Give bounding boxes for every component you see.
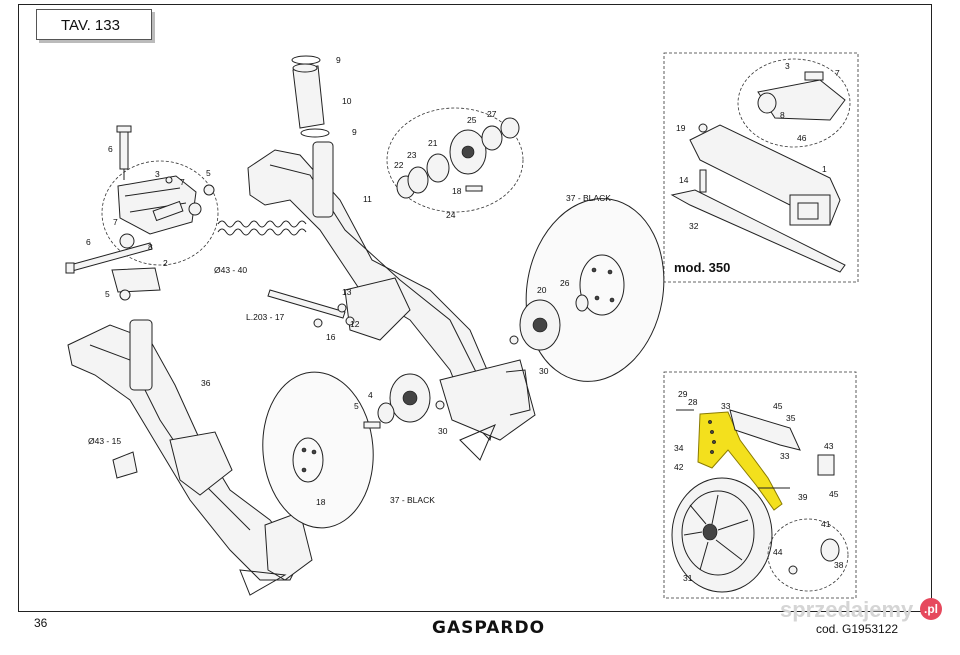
label-19: 19 <box>676 123 686 133</box>
label-7: 7 <box>180 177 185 187</box>
callout-labels: 6 3 7 5 7 8 6 2 5 9 10 9 11 Ø43 - 40 13 … <box>86 55 844 583</box>
label-26: 26 <box>560 278 570 288</box>
label-7b: 7 <box>113 217 118 227</box>
label-25: 25 <box>467 115 477 125</box>
label-8: 8 <box>148 242 153 252</box>
label-7c: 7 <box>835 68 840 78</box>
page-number: 36 <box>34 616 48 630</box>
label-8b: 8 <box>780 110 785 120</box>
label-4: 4 <box>368 390 373 400</box>
pin-assembly <box>291 55 330 138</box>
label-30b: 30 <box>438 426 448 436</box>
page-frame <box>18 4 932 612</box>
inset-mod-350 <box>663 52 859 283</box>
label-31: 31 <box>683 573 693 583</box>
lower-disc-37 <box>262 371 445 529</box>
upper-disc-37 <box>509 198 665 382</box>
label-42: 42 <box>674 462 684 472</box>
watermark-badge: .pl <box>920 598 942 620</box>
inset-model-label: mod. 350 <box>674 260 731 275</box>
label-10: 10 <box>342 96 352 106</box>
upper-arm-11 <box>247 141 536 461</box>
label-11: 11 <box>363 194 372 204</box>
label-9: 9 <box>336 55 341 65</box>
brand-logo: GASPARDO <box>432 618 546 638</box>
inset-gauge-wheel <box>663 371 857 599</box>
label-disc-upper: 37 - BLACK <box>566 193 611 203</box>
label-27: 27 <box>487 109 497 119</box>
label-3b: 3 <box>785 61 790 71</box>
label-29: 29 <box>678 389 688 399</box>
label-38: 38 <box>834 560 844 570</box>
watermark-text: sprzedajemy <box>780 597 914 622</box>
label-5c: 5 <box>354 401 359 411</box>
hub-assembly-24 <box>386 107 524 213</box>
label-45b: 45 <box>829 489 839 499</box>
label-12: 12 <box>350 319 360 329</box>
spring-rod <box>217 220 355 328</box>
label-16: 16 <box>326 332 336 342</box>
label-21: 21 <box>428 138 438 148</box>
label-20: 20 <box>537 285 547 295</box>
label-6: 6 <box>108 144 113 154</box>
label-34: 34 <box>674 443 684 453</box>
label-3: 3 <box>155 169 160 179</box>
label-18: 18 <box>452 186 462 196</box>
label-33: 33 <box>721 401 731 411</box>
table-label: TAV. 133 <box>36 9 152 40</box>
label-22: 22 <box>394 160 404 170</box>
label-23: 23 <box>407 150 417 160</box>
label-30: 30 <box>539 366 549 376</box>
label-33b: 33 <box>780 451 790 461</box>
label-2: 2 <box>163 258 168 268</box>
label-14: 14 <box>679 175 689 185</box>
label-18b: 18 <box>316 497 326 507</box>
label-5b: 5 <box>105 289 110 299</box>
label-44: 44 <box>773 547 783 557</box>
label-rod: L.203 - 17 <box>246 312 285 322</box>
label-6b: 6 <box>86 237 91 247</box>
label-32: 32 <box>689 221 699 231</box>
document-code: cod. G1953122 <box>816 622 899 636</box>
label-46: 46 <box>797 133 807 143</box>
label-spring: Ø43 - 40 <box>214 265 247 275</box>
label-13: 13 <box>342 287 352 297</box>
label-disc-lower: 37 - BLACK <box>390 495 435 505</box>
label-45: 45 <box>773 401 783 411</box>
label-9b: 9 <box>352 127 357 137</box>
label-24: 24 <box>446 210 456 220</box>
lower-arm-36 <box>67 319 313 596</box>
label-35: 35 <box>786 413 796 423</box>
label-36: 36 <box>201 378 211 388</box>
label-41: 41 <box>821 519 831 529</box>
label-28: 28 <box>688 397 698 407</box>
label-5: 5 <box>206 168 211 178</box>
label-spacer: Ø43 - 15 <box>88 436 121 446</box>
label-39: 39 <box>798 492 808 502</box>
bracket-assembly-2 <box>65 125 219 301</box>
label-43: 43 <box>824 441 834 451</box>
label-1: 1 <box>822 164 827 174</box>
